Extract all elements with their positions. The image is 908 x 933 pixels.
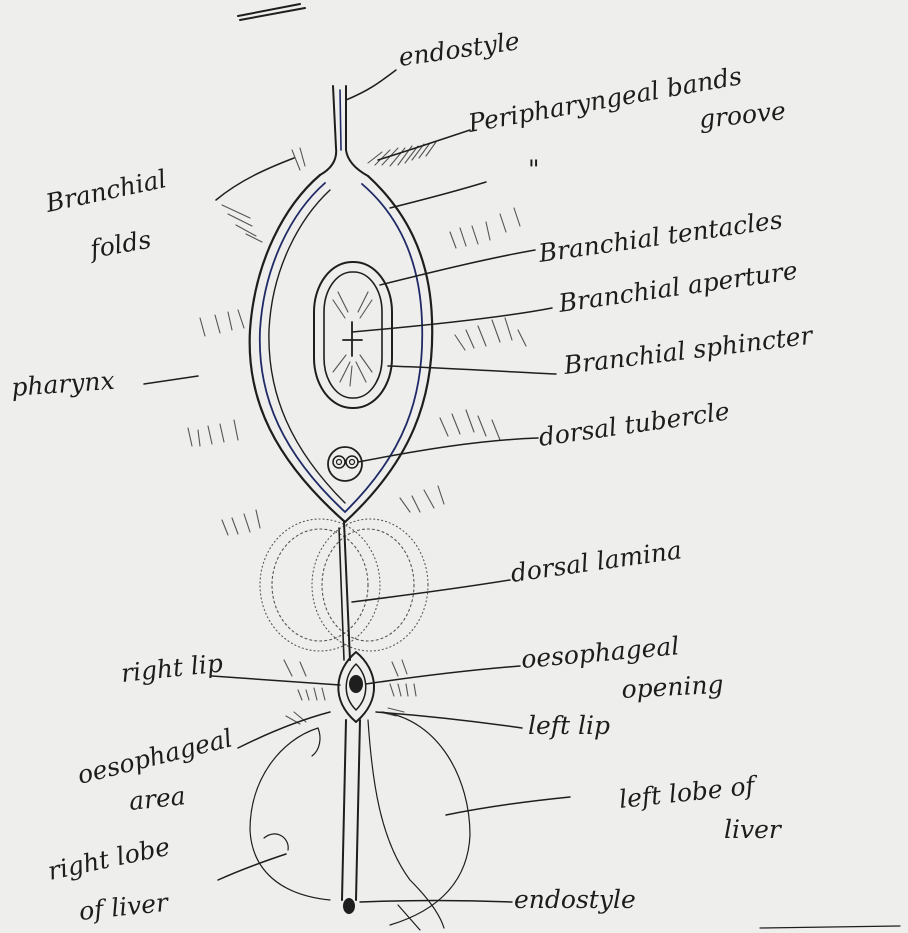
label-right-lobe-line2: of liver: [78, 888, 172, 926]
title-underline: [238, 4, 305, 20]
label-right-lobe-line1: right lobe: [45, 832, 172, 886]
label-pharynx: pharynx: [10, 366, 115, 402]
label-right-lip: right lip: [120, 648, 225, 688]
peripharyngeal-groove-hatch: [368, 142, 436, 166]
label-ditto-mark: ": [528, 155, 540, 184]
label-peripharyngeal-groove: groove: [698, 96, 788, 134]
label-oesophageal-area-line2: area: [128, 781, 187, 816]
label-oesophageal-area-line1: oesophageal: [74, 723, 235, 789]
label-oesophageal-opening-line1: oesophageal: [520, 631, 680, 674]
dorsal-tubercle: [328, 447, 362, 481]
label-left-lip: left lip: [528, 711, 610, 740]
page-edge-line: [760, 926, 900, 928]
endostyle-tube-bottom: [342, 720, 360, 914]
label-left-lobe-line1: left lobe of: [618, 771, 760, 814]
label-branchial-aperture: Branchial aperture: [556, 256, 800, 318]
endostyle-tube-top: [320, 86, 368, 176]
label-endostyle-top: endostyle: [397, 26, 522, 72]
label-dorsal-lamina: dorsal lamina: [509, 535, 684, 588]
label-branchial-sphincter: Branchial sphincter: [561, 320, 816, 380]
label-endostyle-bottom: endostyle: [514, 885, 636, 914]
label-left-lobe-line2: liver: [724, 815, 783, 844]
label-branchial-tentacles: Branchial tentacles: [536, 205, 784, 268]
label-branchial-folds-line1: Branchial: [42, 164, 169, 218]
pharynx-body: [250, 175, 433, 522]
label-oesophageal-opening-line2: opening: [621, 670, 724, 704]
label-dorsal-tubercle: dorsal tubercle: [537, 396, 732, 451]
dorsal-lamina: [260, 519, 428, 660]
branchial-aperture: [314, 262, 392, 408]
label-branchial-folds-line2: folds: [86, 225, 153, 265]
labels: endostyle Peripharyngeal bands groove " …: [10, 26, 816, 926]
leader-lines: [144, 70, 570, 902]
